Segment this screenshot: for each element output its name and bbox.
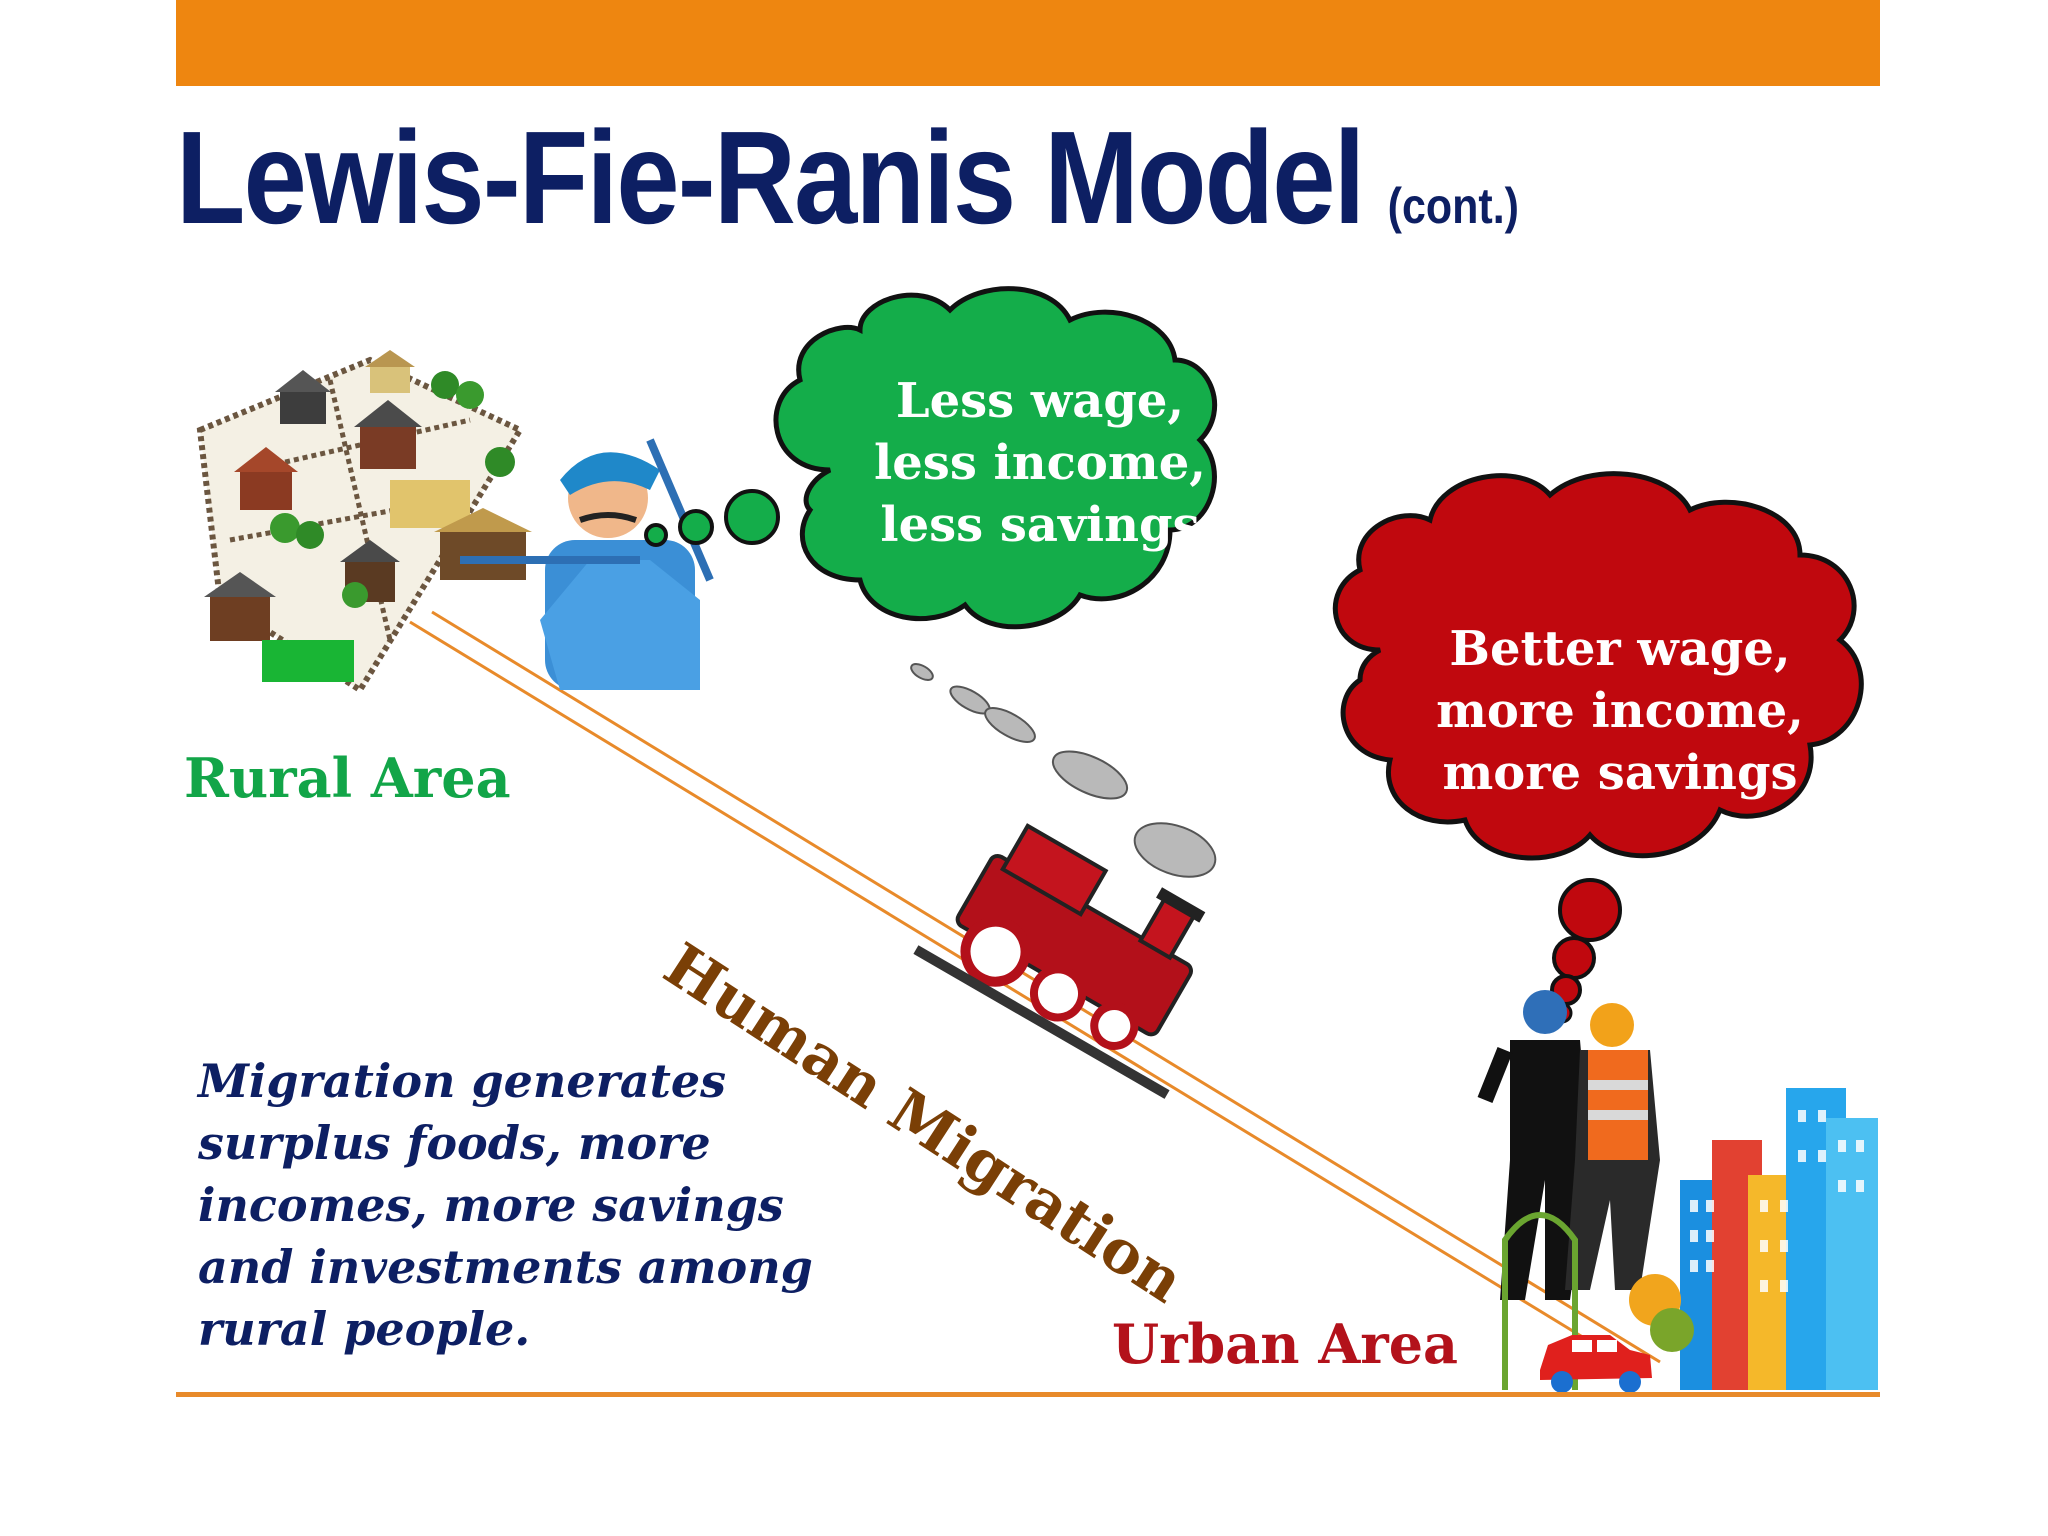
urban-area-label: Urban Area [1112,1312,1459,1376]
title-subtitle: (cont.) [1387,178,1519,234]
steam-train-icon [913,823,1206,1099]
header-bar [176,0,1880,86]
page-title: Lewis-Fie-Ranis Model (cont.) [176,102,1519,251]
green-cloud-line-1: Less wage, [895,373,1185,429]
steam-smoke-icon [910,663,1217,878]
village-icon [196,350,532,695]
note-line-2: surplus foods, more [198,1116,711,1170]
note-line-4: and investments among [198,1240,813,1294]
red-cloud-line-1: Better wage, [1449,621,1791,677]
red-cloud-line-3: more savings [1442,745,1798,801]
bottom-divider [176,1392,1880,1397]
migration-note: Migration generates surplus foods, more … [198,1050,898,1360]
green-thought-cloud [644,286,1218,630]
red-cloud-text: Better wage, more income, more savings [1380,618,1860,804]
green-cloud-text: Less wage, less income, less savings [840,370,1240,556]
farmer-icon [460,438,714,690]
city-skyline-icon [1502,1088,1878,1390]
note-line-3: incomes, more savings [198,1178,784,1232]
car-icon [1540,1335,1652,1393]
red-cloud-line-2: more income, [1436,683,1804,739]
note-line-5: rural people. [198,1302,531,1356]
rural-area-label: Rural Area [184,746,511,810]
red-thought-cloud [1332,471,1864,1024]
green-cloud-line-2: less income, [874,435,1206,491]
note-line-1: Migration generates [198,1054,727,1108]
title-main: Lewis-Fie-Ranis Model [176,104,1365,251]
green-cloud-line-3: less savings [880,497,1200,553]
